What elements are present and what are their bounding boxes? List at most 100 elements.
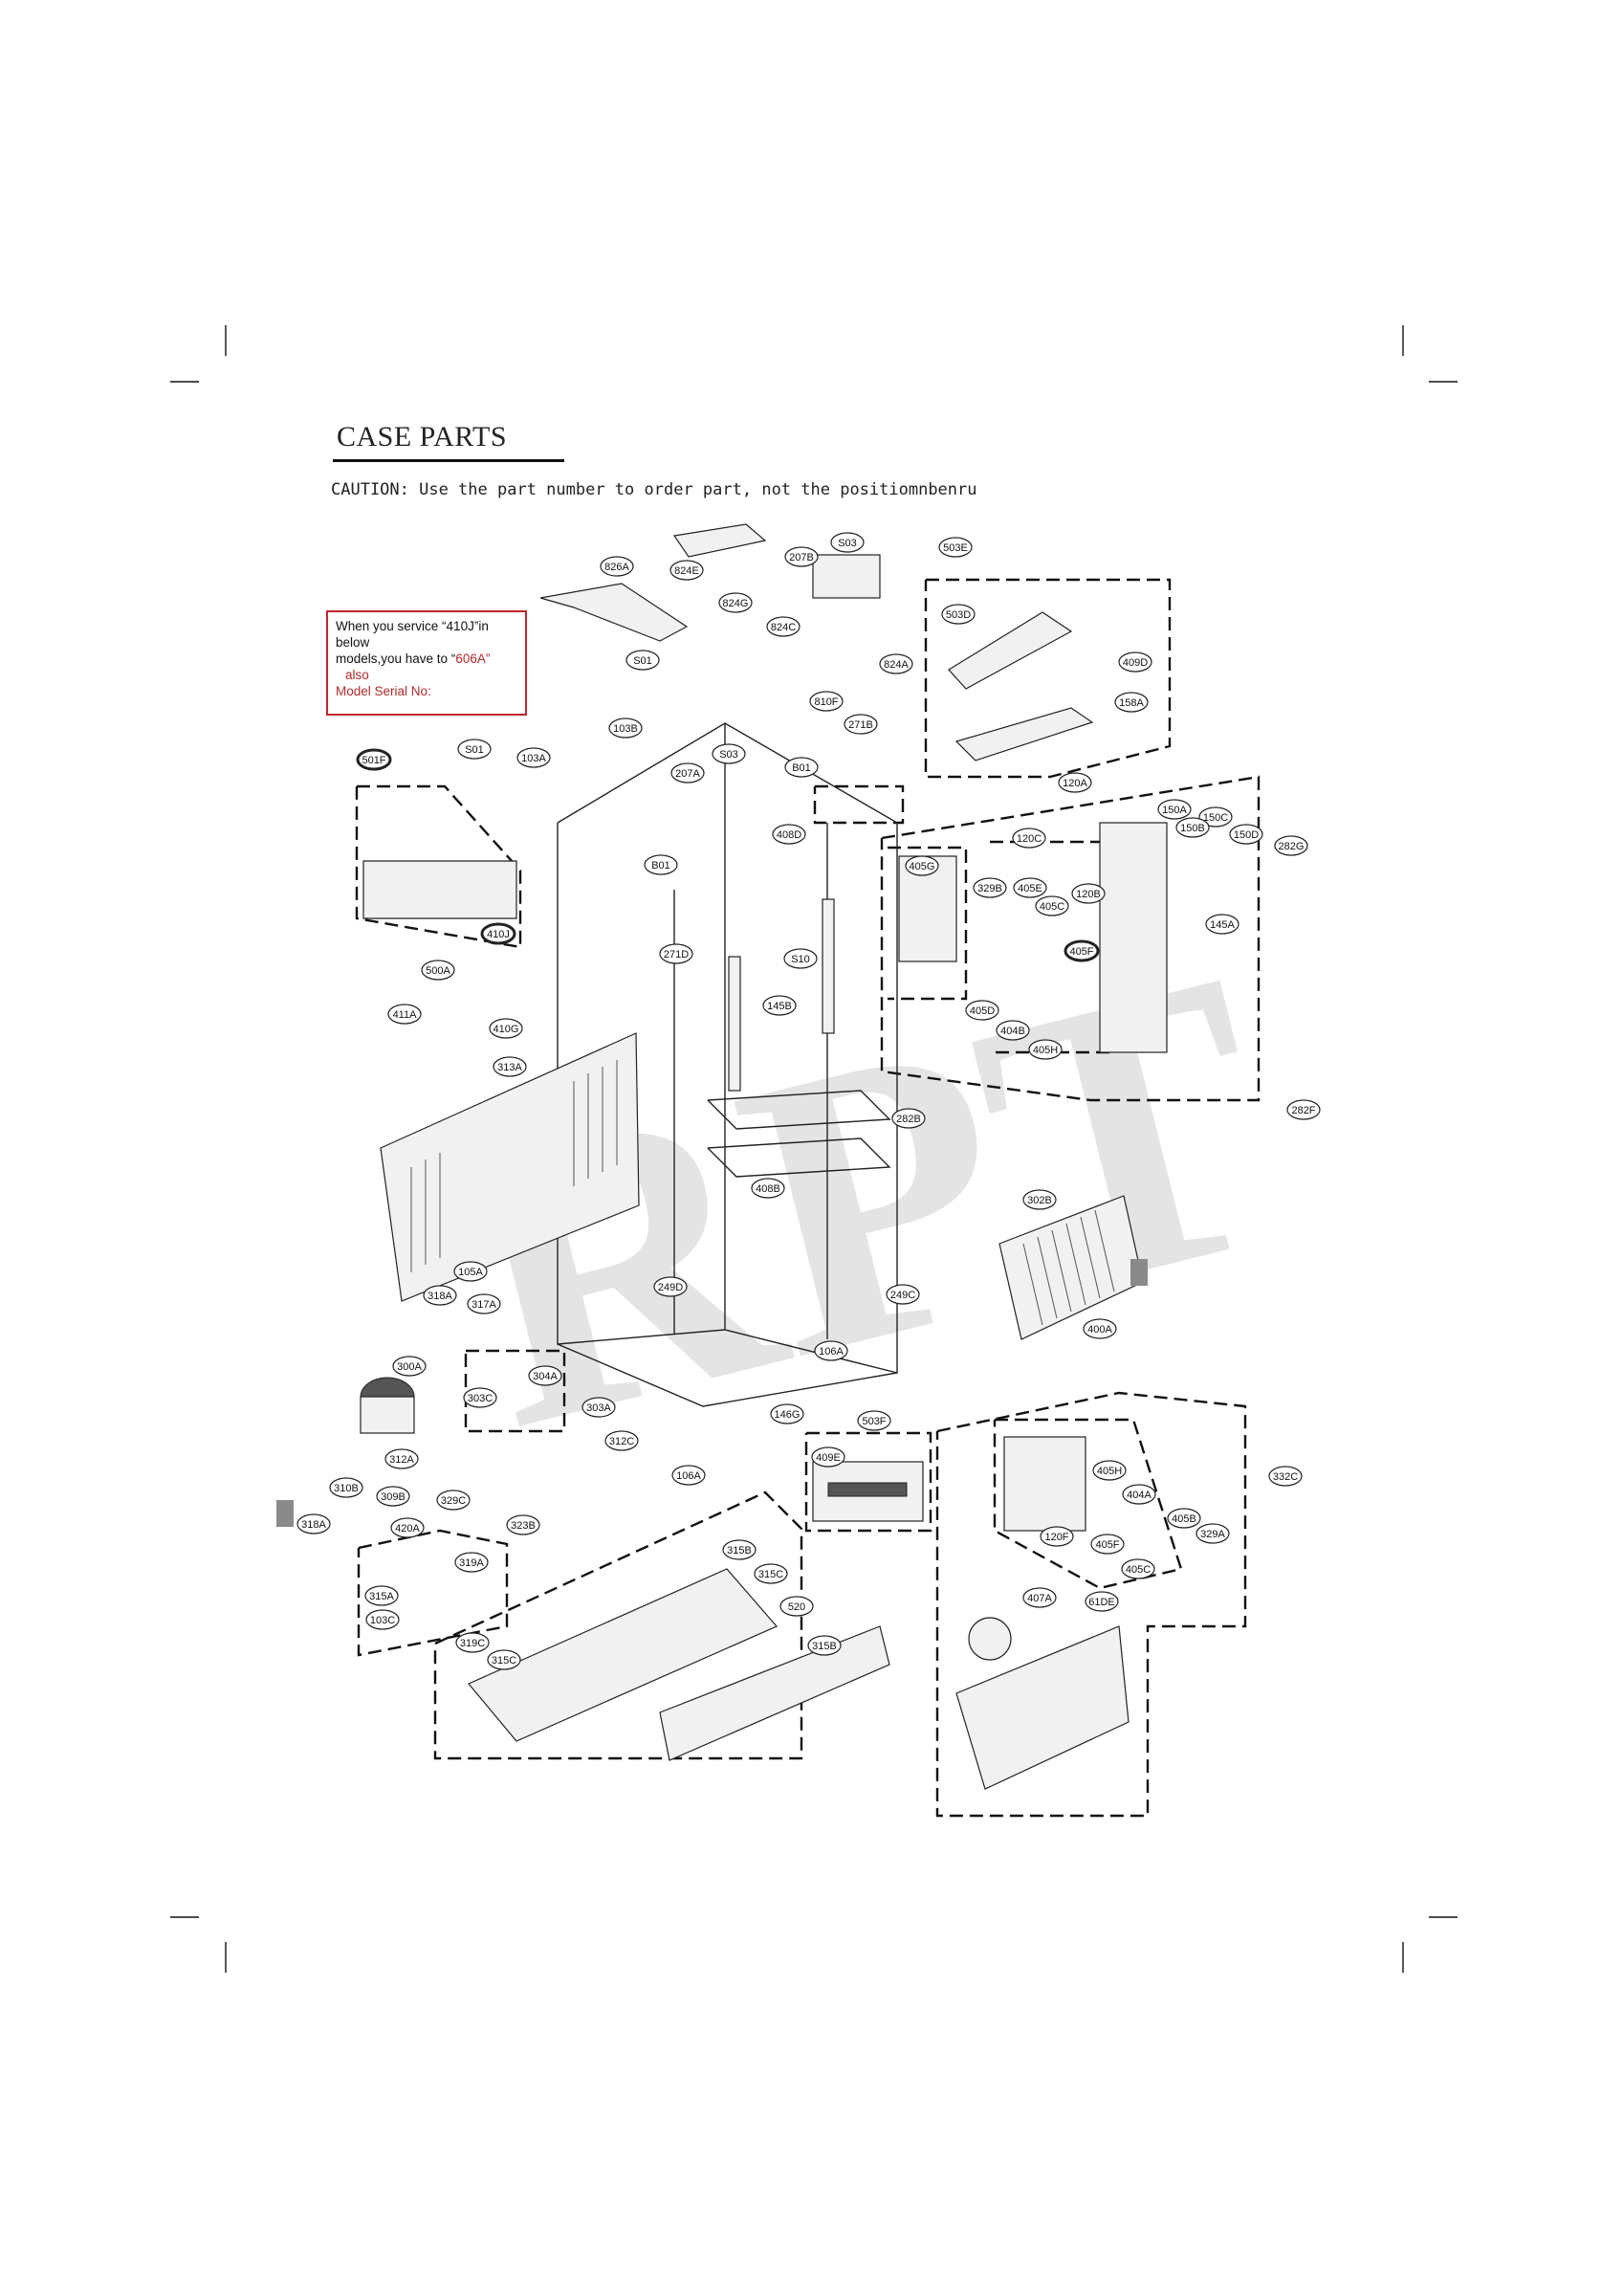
part-number-label: 106A <box>676 1470 701 1482</box>
part-number-label: 409D <box>1123 657 1148 669</box>
callout-oval <box>671 1465 706 1486</box>
part-number-label: 103B <box>613 723 638 735</box>
part-callout: 501F <box>356 748 392 771</box>
part-number-label: 312C <box>609 1436 634 1447</box>
callout-oval <box>364 1585 399 1606</box>
part-number-label: 405D <box>970 1005 995 1017</box>
callout-oval <box>421 960 455 981</box>
part-number-label: 319A <box>459 1557 484 1569</box>
gray-marker <box>1130 1259 1148 1286</box>
part-callout: 409E <box>811 1446 845 1468</box>
note-line-2: models,you have to “606A” <box>336 651 517 667</box>
callout-oval <box>1092 1460 1127 1481</box>
callout-oval <box>973 877 1007 898</box>
note-line-1: When you service “410J”in below <box>336 618 517 651</box>
part-callout: 824C <box>766 616 801 637</box>
callout-oval <box>830 532 865 553</box>
part-number-label: 405C <box>1126 1564 1151 1576</box>
callout-oval <box>857 1410 891 1431</box>
part-number-label: 282B <box>896 1114 921 1125</box>
callout-oval <box>600 556 634 577</box>
callout-oval <box>754 1563 788 1584</box>
part-callout: 503E <box>938 537 973 558</box>
part-number-label: 405H <box>1033 1045 1058 1056</box>
callout-oval <box>722 1539 757 1560</box>
part-callout: 332C <box>1268 1466 1303 1487</box>
note-part-number: 410J <box>446 619 474 633</box>
callout-oval <box>784 546 819 567</box>
part-callout: 282F <box>1286 1099 1321 1120</box>
back-panel <box>380 1032 640 1302</box>
callout-oval <box>784 757 819 778</box>
part-callout: 405F <box>1090 1534 1125 1555</box>
callout-oval <box>1012 828 1046 849</box>
callout-oval <box>365 1609 400 1630</box>
note-part-number: 606A <box>455 651 486 666</box>
part-number-label: 315A <box>369 1591 394 1602</box>
part-callout: 105A <box>453 1261 488 1282</box>
part-callout: 824G <box>718 592 753 613</box>
callout-oval <box>1195 1523 1230 1544</box>
callout-oval <box>1114 692 1149 713</box>
part-number-label: 150B <box>1180 823 1205 834</box>
part-callout: B01 <box>644 854 678 875</box>
callout-oval <box>1013 877 1047 898</box>
callout-oval <box>905 855 939 876</box>
part-number-label: 405F <box>1095 1539 1119 1551</box>
callout-oval <box>455 1632 490 1653</box>
part-number-label: B01 <box>651 860 670 872</box>
page-title: CASE PARTS <box>337 421 507 453</box>
part-number-label: 318A <box>301 1519 326 1531</box>
callout-oval <box>493 1056 527 1077</box>
part-number-label: S03 <box>838 538 857 549</box>
part-number-label: 106A <box>819 1346 844 1358</box>
part-callout: 405C <box>1121 1558 1155 1579</box>
callout-oval <box>1040 1526 1074 1547</box>
part-callout: 145A <box>1205 914 1239 935</box>
group-outlines <box>355 578 1261 1818</box>
part-callout: 271B <box>844 714 878 735</box>
part-number-label: 408B <box>756 1183 780 1195</box>
part-number-label: 120B <box>1076 889 1101 900</box>
callout-oval <box>762 995 797 1016</box>
callout-oval <box>811 1446 845 1468</box>
part-number-label: 332C <box>1273 1471 1298 1483</box>
part-number-label: 501F <box>362 755 385 766</box>
callout-oval <box>1157 799 1192 820</box>
part-number-label: 120F <box>1044 1532 1068 1543</box>
part-callout: 158A <box>1114 692 1149 713</box>
part-number-label: 405F <box>1069 946 1093 958</box>
note-text: When you service “ <box>336 619 447 633</box>
note-text: ”in below <box>336 619 489 650</box>
callout-oval <box>809 691 844 712</box>
part-callout: 103B <box>608 718 643 739</box>
part-callout: 810F <box>809 691 844 712</box>
part-callout: 500A <box>421 960 455 981</box>
part-number-label: 410J <box>487 929 510 940</box>
part-callout: 329A <box>1195 1523 1230 1544</box>
part-callout: 120B <box>1071 883 1106 904</box>
part-number-label: 405C <box>1040 901 1064 913</box>
part-callout: 120F <box>1040 1526 1074 1547</box>
part-callout: 317A <box>467 1293 501 1314</box>
part-number-label: 405G <box>910 861 935 872</box>
callout-oval <box>1121 1558 1155 1579</box>
part-callout: 410G <box>489 1018 523 1039</box>
callout-oval <box>356 748 392 771</box>
part-callout: 310B <box>329 1477 363 1498</box>
caution-text: CAUTION: Use the part number to order pa… <box>331 480 977 499</box>
part-callout: 145B <box>762 995 797 1016</box>
part-number-label: 304A <box>533 1371 558 1382</box>
part-number-label: 150A <box>1162 805 1187 816</box>
callout-oval <box>659 943 693 964</box>
note-line-4: Model Serial No: <box>336 684 431 698</box>
callout-oval <box>1274 835 1308 856</box>
part-callout: 302B <box>1022 1189 1057 1210</box>
part-callout: 150C <box>1198 806 1233 828</box>
callout-oval <box>604 1430 639 1451</box>
part-number-label: 420A <box>395 1523 420 1534</box>
callout-oval <box>581 1397 616 1418</box>
part-number-label: 103C <box>370 1615 395 1626</box>
part-number-label: B01 <box>792 762 811 774</box>
